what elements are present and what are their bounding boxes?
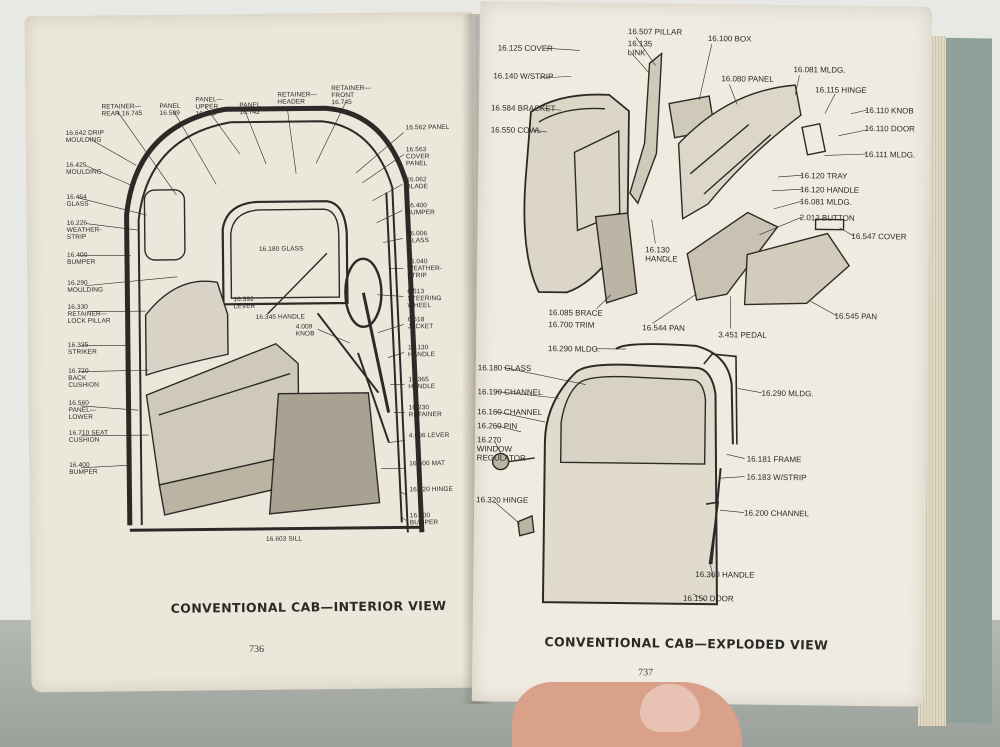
hand-holding-book: [512, 682, 742, 747]
label-bumper-left-2: 16.400 BUMPER: [69, 461, 98, 476]
label-panel-top: 16.080 PANEL: [721, 74, 774, 84]
label-door: 16.150 DOOR: [682, 593, 734, 604]
left-page-caption: CONVENTIONAL CAB—INTERIOR VIEW: [170, 597, 447, 616]
left-page-number: 736: [249, 643, 265, 656]
label-hinge-r: 16.320 HINGE: [409, 485, 453, 494]
label-jacket: 6.518 JACKET: [407, 316, 434, 331]
label-hinge: 16.320 HINGE: [476, 495, 529, 505]
label-handle-door: 16.360 HANDLE: [695, 569, 755, 580]
label-handle-r2: 16.365 HANDLE: [408, 376, 436, 391]
label-pin: 16.260 PIN: [477, 421, 518, 431]
label-moulding: 16.425 MOULDING: [65, 161, 102, 176]
label-seat-cushion: 16.710 SEAT CUSHION: [68, 429, 109, 444]
label-pan-1: 16.544 PAN: [642, 323, 685, 333]
label-retainer-lock-pillar: 16.330 RETAINER—LOCK PILLAR: [67, 303, 111, 325]
label-pedal: 3.451 PEDAL: [718, 330, 767, 340]
label-panel-upper: PANEL—UPPER 16.585: [195, 96, 224, 118]
label-handle-mid: 16.130 HANDLE: [645, 245, 678, 264]
label-door-top: 16.110 DOOR: [864, 123, 915, 134]
label-box: 16.100 BOX: [707, 34, 752, 44]
label-bracket: 16.584 BRACKET: [490, 103, 556, 114]
label-lever-r: 4.006 LEVER: [408, 431, 450, 440]
label-retainer-r: 16.230 RETAINER: [408, 404, 442, 419]
thumb: [640, 684, 700, 732]
label-tray: 16.120 TRAY: [800, 171, 848, 181]
label-w-strip: 16.183 W/STRIP: [746, 472, 807, 483]
label-trim: 16.700 TRIM: [548, 320, 595, 330]
label-mldg-door-top: 16.290 MLDG.: [547, 344, 601, 354]
right-page: 16.125 COVER 16.507 PILLAR 16.135 LINK 1…: [471, 1, 933, 707]
label-lever-center: 16.392 LEVER: [233, 295, 256, 311]
label-brace: 16.085 BRACE: [548, 308, 603, 318]
left-page: RETAINER—REAR 16.745 PANEL 16.589 PANEL—…: [24, 11, 480, 693]
label-striker: 16.335 STRIKER: [67, 341, 97, 356]
label-steering-wheel: 6.513 STEERING WHEEL: [407, 288, 442, 310]
label-knob-r: 16.110 KNOB: [864, 105, 914, 116]
label-link: 16.135 LINK: [627, 39, 653, 58]
label-hinge-top: 16.115 HINGE: [815, 85, 867, 95]
label-panel-r: 16.562 PANEL: [405, 123, 450, 132]
label-frame: 16.181 FRAME: [746, 454, 802, 465]
label-knob: 4.009 KNOB: [295, 323, 315, 338]
label-mldg-2: 16.111 MLDG.: [864, 149, 916, 160]
label-cover-r: 16.547 COVER: [851, 231, 907, 242]
label-regulator: 16.270 WINDOW REGULATOR: [476, 435, 526, 463]
label-drip-moulding: 16.642 DRIP MOULDING: [65, 129, 104, 144]
label-pan-2: 16.545 PAN: [834, 311, 878, 322]
right-page-number: 737: [638, 667, 654, 679]
label-channel-1: 16.190 CHANNEL: [477, 387, 543, 398]
label-blade: 16.062 BLADE: [406, 176, 429, 191]
label-mat: 16.600 MAT: [409, 459, 446, 468]
label-channel-2: 16.160 CHANNEL: [477, 407, 543, 418]
label-retainer-front: RETAINER—FRONT 16.745: [331, 84, 372, 107]
label-bumper-r2: 16.400 BUMPER: [409, 512, 439, 527]
label-bumper-r: 16.400 BUMPER: [406, 202, 436, 217]
label-handle-top: 16.120 HANDLE: [799, 185, 860, 195]
label-glass-r: 16.006 GLASS: [406, 230, 430, 245]
label-retainer-rear: RETAINER—REAR 16.745: [101, 103, 143, 118]
label-handle-r: 16.130 HANDLE: [407, 344, 436, 359]
label-pillar: 16.507 PILLAR: [627, 27, 683, 37]
label-handle-center: 16.345 HANDLE: [255, 313, 306, 321]
label-weather-strip-r: 16.040 WEATHER-STRIP: [407, 258, 443, 280]
label-channel-3: 16.200 CHANNEL: [744, 508, 810, 519]
label-cover-panel: 16.563 COVER PANEL: [405, 146, 430, 168]
label-mldg-3: 16.081 MLDG.: [799, 197, 852, 207]
label-cowl: 16.550 COWL: [490, 125, 542, 136]
label-button: 2.012 BUTTON: [799, 213, 855, 223]
cab-interior-illustration: [78, 102, 425, 533]
label-bumper-left: 16.400 BUMPER: [66, 251, 96, 266]
label-mldg-top: 16.081 MLDG.: [793, 65, 846, 75]
label-sill: 16.603 SILL: [265, 535, 303, 543]
label-glass-left: 16.464 GLASS: [66, 193, 89, 208]
label-panel: PANEL 16.589: [159, 102, 181, 117]
label-back-cushion: 16.720 BACK CUSHION: [68, 367, 100, 389]
label-cover-top: 16.125 COVER: [497, 43, 553, 54]
label-panel-lower: 16.560 PANEL—LOWER: [68, 399, 97, 421]
label-w-strip-top: 16.140 W/STRIP: [493, 71, 554, 82]
label-retainer-header: RETAINER—HEADER 16.230: [277, 91, 318, 113]
label-weather-strip: 16.226 WEATHER-STRIP: [66, 219, 102, 241]
label-panel-2: PANEL 16.742: [239, 101, 261, 117]
label-glass: 16.180 GLASS: [477, 363, 532, 373]
label-glass-center: 16.180 GLASS: [258, 245, 304, 253]
label-moulding-2: 16.290 MOULDING: [67, 279, 104, 294]
cab-exploded-illustration: [491, 36, 868, 606]
label-mldg-door-r: 16.290 MLDG.: [761, 388, 814, 399]
